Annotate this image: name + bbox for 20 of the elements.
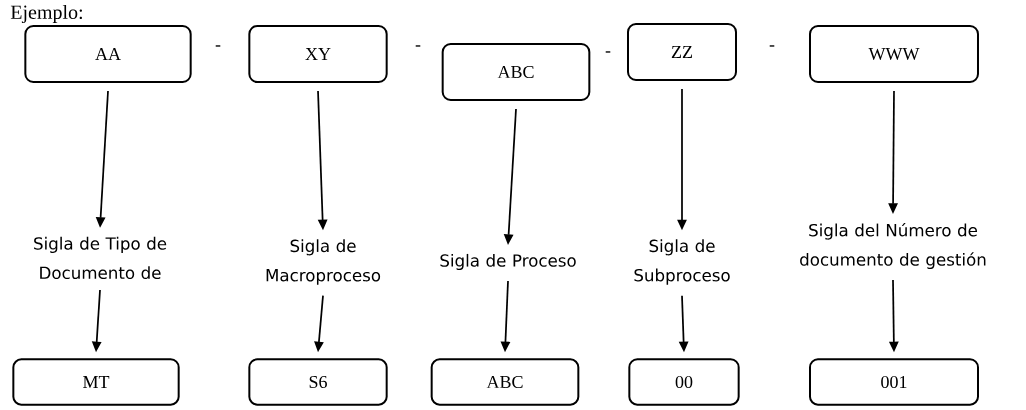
code-box: ABC [441,43,591,101]
code-box: 00 [628,358,740,406]
description-text: Sigla de Macroproceso [266,239,381,285]
separator-dash: - [215,45,221,47]
separator-dash: - [605,51,611,53]
description-text: Sigla de Tipo de Documento de [34,236,167,280]
description-text: Sigla de Subproceso [634,239,730,285]
code-box: AA [24,25,192,83]
code-box: WWW [809,25,979,83]
title: Ejemplo: [10,4,82,24]
code-box: S6 [248,358,388,406]
separator-dash: - [769,45,775,47]
code-box: XY [248,25,388,83]
description-text: Sigla de Proceso [440,253,576,271]
code-box: ABC [430,358,580,406]
separator-dash: - [415,45,421,47]
code-box: ZZ [627,23,737,81]
code-box: MT [12,358,180,406]
code-box: 001 [809,358,979,406]
description-text: Sigla del Número de documento de gestión [800,222,986,270]
